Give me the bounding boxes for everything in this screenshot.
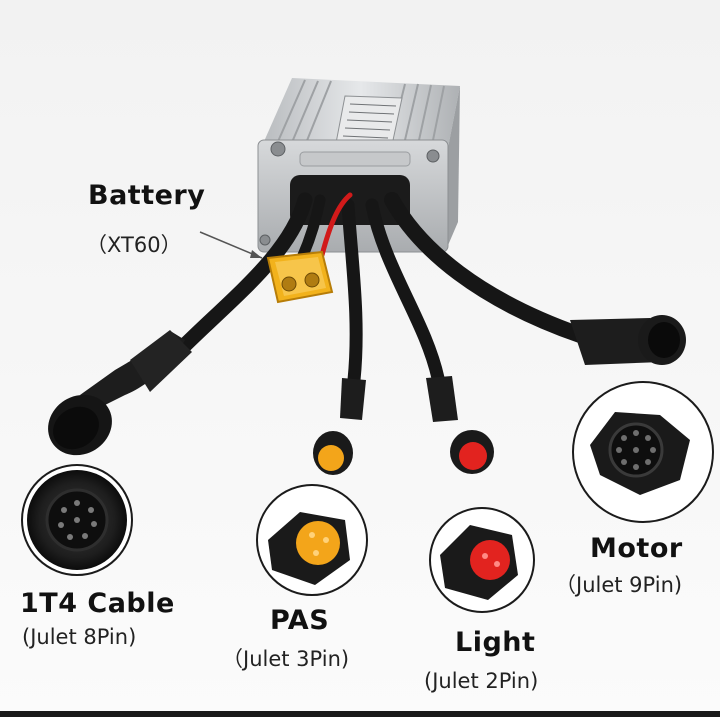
cable-title: 1T4 Cable [20, 588, 175, 619]
controller-housing [257, 78, 460, 253]
screw [426, 149, 440, 163]
pas-title: PAS [270, 605, 330, 636]
motor-subtitle: （Julet 9Pin) [555, 573, 683, 597]
battery-title: Battery [88, 180, 206, 211]
light-connector [426, 376, 494, 474]
screw [259, 234, 271, 246]
inset-1t4-pinout [21, 464, 133, 576]
light-subtitle: (Julet 2Pin) [424, 669, 539, 693]
1t4-cable-connector [48, 330, 192, 456]
motor-connector [570, 315, 686, 365]
cable-subtitle: (Julet 8Pin) [22, 625, 137, 649]
cable-bundle [172, 192, 588, 387]
pas-subtitle: （Julet 3Pin) [222, 647, 350, 671]
light-title: Light [455, 627, 536, 658]
battery-subtitle: （XT60） [86, 233, 182, 257]
inset-light-pinout [429, 507, 535, 613]
red-wire [319, 192, 353, 258]
inset-pas-pinout [256, 484, 368, 596]
bottom-bar [0, 711, 720, 717]
screw [270, 141, 286, 157]
pas-connector [313, 378, 366, 475]
xt60-connector [266, 250, 334, 304]
inset-motor-pinout [572, 381, 714, 523]
motor-title: Motor [590, 533, 683, 564]
